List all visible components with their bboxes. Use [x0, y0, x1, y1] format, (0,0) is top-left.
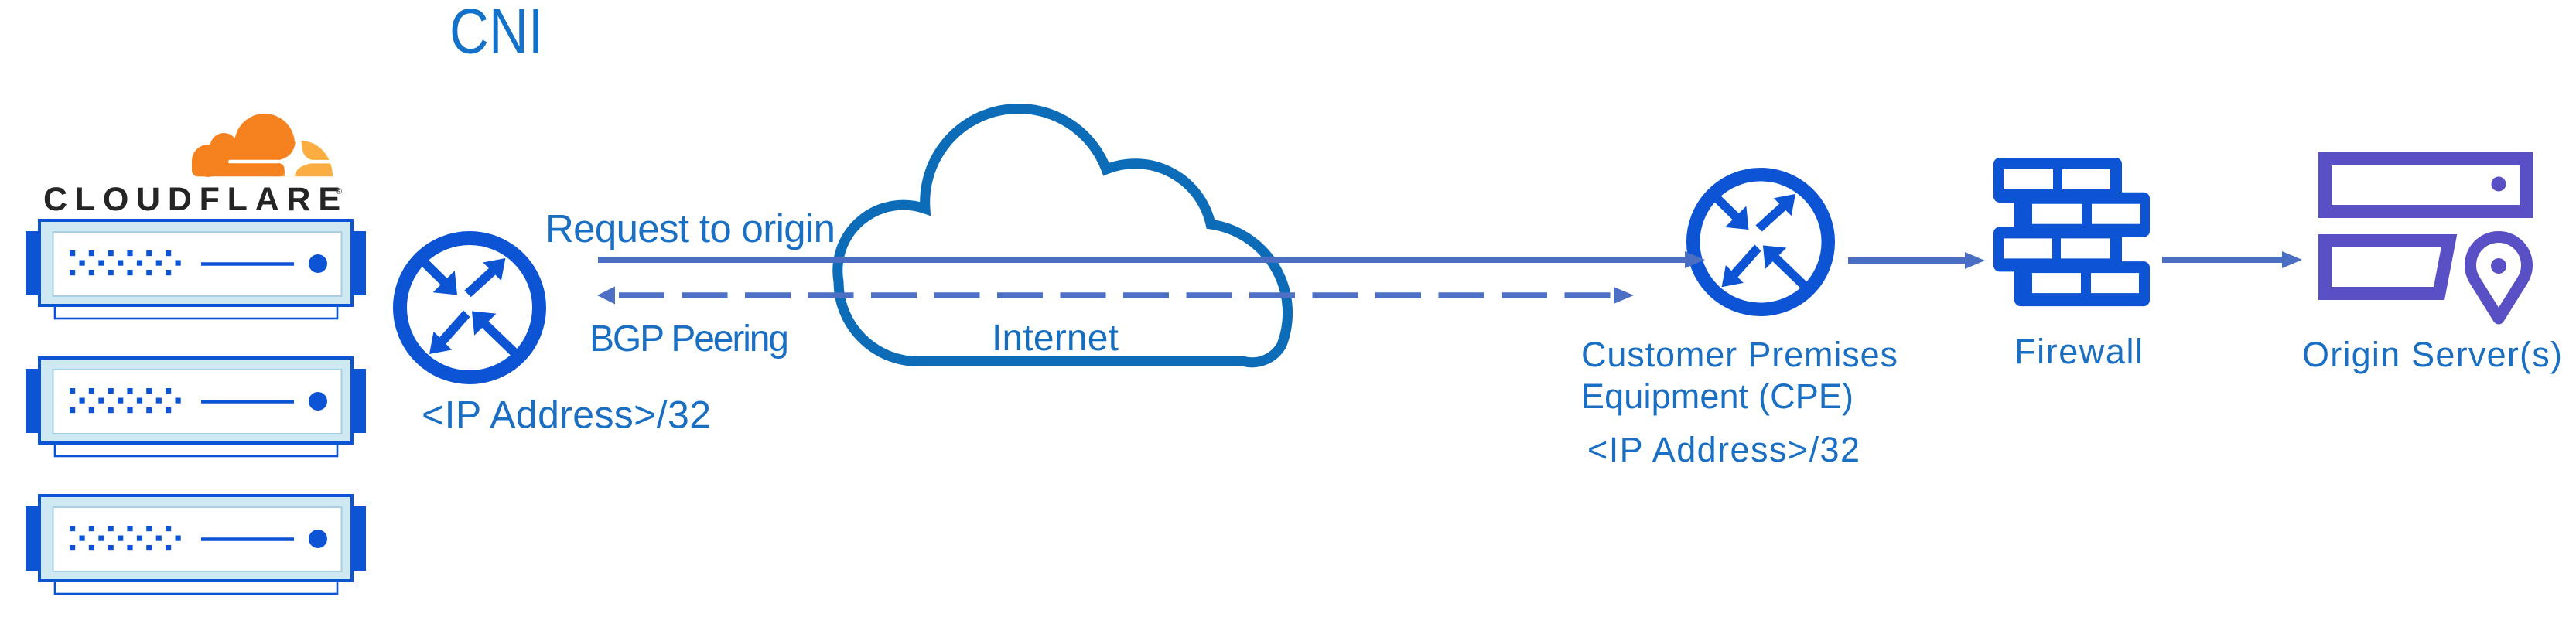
svg-text:Request to origin: Request to origin — [545, 206, 835, 250]
svg-text:Customer Premises: Customer Premises — [1581, 335, 1898, 374]
svg-text:CLOUDFLARE: CLOUDFLARE — [43, 181, 340, 218]
svg-text:<IP Address>/32: <IP Address>/32 — [422, 394, 711, 437]
svg-text:Internet: Internet — [992, 318, 1119, 359]
svg-text:Equipment (CPE): Equipment (CPE) — [1581, 377, 1853, 416]
svg-text:Origin Server(s): Origin Server(s) — [2302, 335, 2562, 374]
svg-text:®: ® — [336, 187, 342, 196]
svg-text:BGP Peering: BGP Peering — [589, 319, 789, 360]
svg-text:<IP Address>/32: <IP Address>/32 — [1587, 430, 1860, 469]
svg-text:CNI: CNI — [449, 0, 543, 67]
svg-text:Firewall: Firewall — [2014, 332, 2143, 371]
